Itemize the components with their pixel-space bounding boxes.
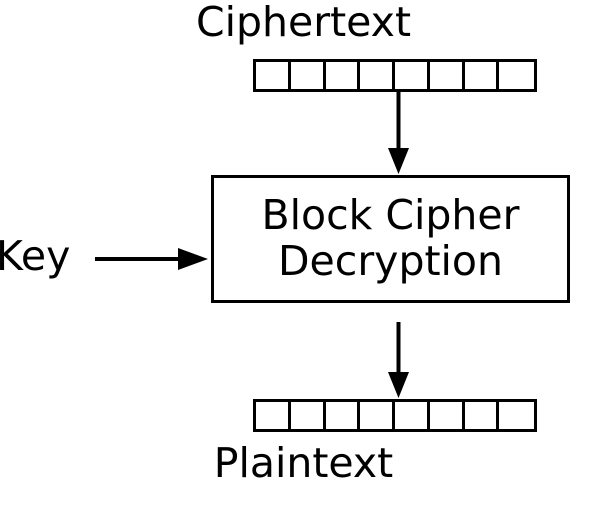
- ciphertext-block: [253, 59, 537, 92]
- plaintext-label: Plaintext: [213, 439, 394, 487]
- ciphertext-cell: [395, 62, 430, 89]
- ciphertext-cell: [499, 62, 535, 89]
- ciphertext-cell: [256, 62, 291, 89]
- plaintext-cell: [325, 402, 361, 429]
- ciphertext-label: Ciphertext: [195, 0, 412, 46]
- key-label: Key: [0, 232, 71, 280]
- ciphertext-cell: [325, 62, 361, 89]
- plaintext-cell: [360, 402, 396, 429]
- ciphertext-to-cipher-arrow-icon: [388, 92, 409, 174]
- plaintext-block: [253, 399, 537, 432]
- plaintext-cell: [395, 402, 430, 429]
- cipher-box-line-1: Block Cipher: [261, 191, 520, 240]
- ciphertext-cell: [360, 62, 396, 89]
- key-to-cipher-arrow-icon: [95, 248, 208, 270]
- ciphertext-cell: [290, 62, 326, 89]
- ciphertext-cell: [429, 62, 465, 89]
- plaintext-cell: [256, 402, 291, 429]
- plaintext-cell: [429, 402, 465, 429]
- cipher-to-plaintext-arrow-icon: [388, 322, 409, 398]
- plaintext-cell: [499, 402, 535, 429]
- block-cipher-decryption-box: Block Cipher Decryption: [211, 175, 570, 303]
- plaintext-cell: [290, 402, 326, 429]
- ciphertext-cell: [464, 62, 500, 89]
- cipher-box-line-2: Decryption: [277, 237, 504, 285]
- plaintext-cell: [464, 402, 500, 429]
